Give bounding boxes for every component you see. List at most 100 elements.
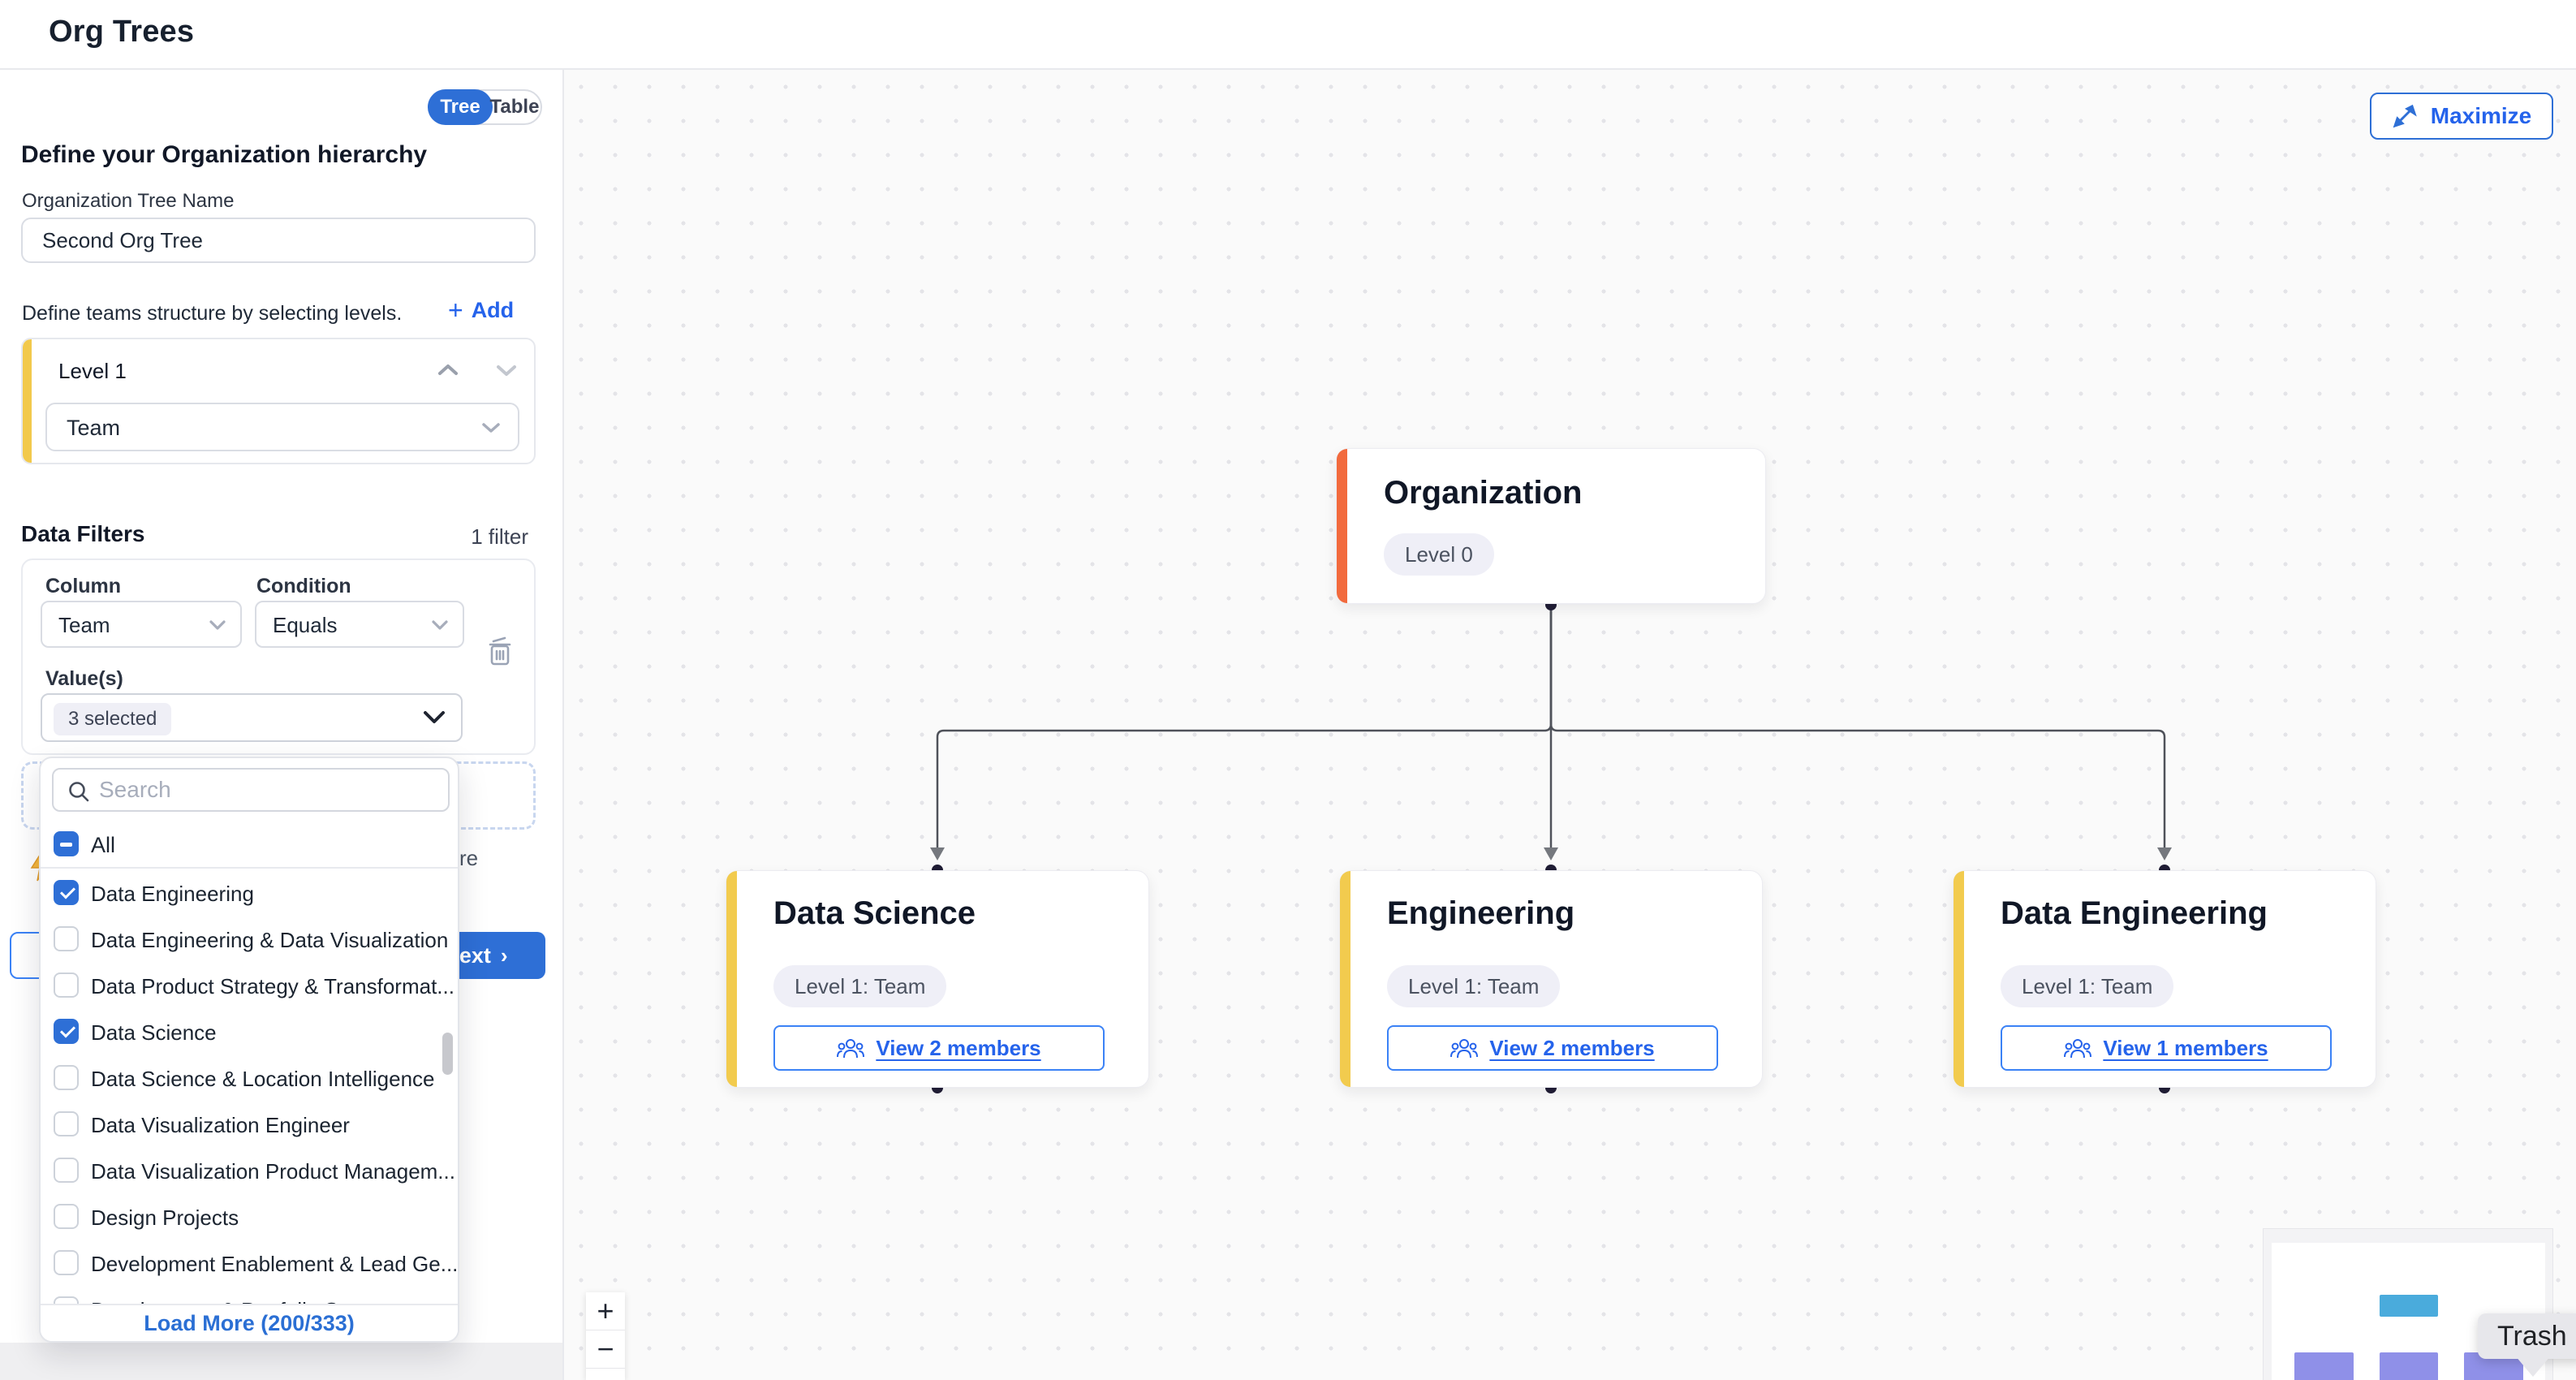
list-item[interactable]: Data Visualization Product Managem... bbox=[41, 1148, 458, 1194]
chevron-down-icon[interactable] bbox=[495, 362, 518, 378]
node-title: Organization bbox=[1384, 475, 1583, 511]
node-organization[interactable]: Organization Level 0 bbox=[1336, 448, 1766, 604]
node-data-engineering[interactable]: Data Engineering Level 1: Team View 1 me… bbox=[1953, 870, 2376, 1088]
list-item[interactable]: Data Product Strategy & Transformat... bbox=[41, 963, 458, 1009]
maximize-expand-icon bbox=[2393, 104, 2417, 128]
condition-select[interactable]: Equals bbox=[255, 601, 464, 648]
checkbox[interactable] bbox=[54, 926, 79, 951]
minimap-node-child bbox=[2380, 1352, 2438, 1380]
node-level-badge: Level 0 bbox=[1384, 533, 1494, 576]
node-title: Data Engineering bbox=[2001, 895, 2268, 931]
view-members-button[interactable]: View 1 members bbox=[2001, 1025, 2332, 1071]
app-header: Org Trees bbox=[0, 0, 2576, 70]
select-all-row[interactable]: All bbox=[41, 823, 458, 869]
chevron-down-icon bbox=[209, 620, 226, 630]
select-all-checkbox-indeterminate[interactable] bbox=[54, 831, 79, 856]
node-title: Data Science bbox=[773, 895, 976, 931]
page-title: Org Trees bbox=[49, 15, 195, 49]
node-accent-strip bbox=[1337, 449, 1347, 603]
checkbox[interactable] bbox=[54, 1065, 79, 1090]
chevron-up-icon[interactable] bbox=[437, 362, 459, 378]
level-type-value: Team bbox=[67, 416, 121, 440]
checkbox[interactable] bbox=[54, 972, 79, 998]
org-tree-canvas[interactable]: Maximize Organization Level 0 Data Scien… bbox=[564, 70, 2576, 1380]
people-group-icon bbox=[837, 1039, 865, 1059]
minimap-node-child bbox=[2294, 1352, 2354, 1380]
checkbox[interactable] bbox=[54, 1111, 79, 1136]
tree-name-input[interactable] bbox=[21, 218, 536, 263]
level-title: Level 1 bbox=[58, 359, 127, 383]
column-label: Column bbox=[45, 575, 122, 597]
view-members-button[interactable]: View 2 members bbox=[773, 1025, 1105, 1071]
minimap-viewport bbox=[2272, 1243, 2545, 1380]
list-item[interactable]: Development Enablement & Lead Ge... bbox=[41, 1240, 458, 1287]
checkbox[interactable] bbox=[54, 1158, 79, 1183]
zoom-in-button[interactable]: + bbox=[586, 1292, 625, 1330]
dropdown-search-box[interactable] bbox=[52, 768, 450, 812]
node-level-badge: Level 1: Team bbox=[2001, 965, 2174, 1007]
checkbox[interactable] bbox=[54, 1250, 79, 1275]
list-item[interactable]: Data Visualization Engineer bbox=[41, 1102, 458, 1148]
view-members-label: View 2 members bbox=[1489, 1035, 1655, 1060]
node-accent-strip bbox=[1340, 871, 1350, 1087]
dropdown-search-input[interactable] bbox=[99, 771, 440, 809]
list-item[interactable]: Data Engineering & Data Visualization bbox=[41, 916, 458, 963]
add-level-button[interactable]: + Add bbox=[448, 297, 514, 323]
chevron-down-icon bbox=[424, 711, 445, 723]
load-more-link[interactable]: Load More (200/333) bbox=[144, 1310, 355, 1335]
values-multiselect[interactable]: 3 selected bbox=[41, 693, 463, 742]
zoom-out-button[interactable]: − bbox=[586, 1330, 625, 1369]
levels-hint: Define teams structure by selecting leve… bbox=[22, 302, 403, 325]
list-item[interactable]: Data Engineering bbox=[41, 870, 458, 916]
node-data-science[interactable]: Data Science Level 1: Team View 2 member… bbox=[726, 870, 1149, 1088]
dropdown-options-list: Data Engineering Data Engineering & Data… bbox=[41, 870, 458, 1307]
checkbox[interactable] bbox=[54, 1204, 79, 1229]
node-accent-strip bbox=[1954, 871, 1964, 1087]
view-members-button[interactable]: View 2 members bbox=[1387, 1025, 1718, 1071]
node-engineering[interactable]: Engineering Level 1: Team View 2 members bbox=[1339, 870, 1763, 1088]
list-item[interactable]: Data Science bbox=[41, 1009, 458, 1055]
delete-filter-trash-icon[interactable] bbox=[485, 635, 515, 667]
maximize-button[interactable]: Maximize bbox=[2370, 93, 2553, 140]
toggle-tree-segment[interactable]: Tree bbox=[428, 89, 493, 125]
view-toggle[interactable]: Tree Table bbox=[428, 89, 542, 125]
plus-icon: + bbox=[448, 295, 463, 325]
node-level-badge: Level 1: Team bbox=[773, 965, 947, 1007]
checkbox-checked[interactable] bbox=[54, 1019, 79, 1044]
chevron-down-icon bbox=[432, 620, 448, 630]
chevron-right-icon: › bbox=[500, 942, 508, 968]
chevron-down-icon bbox=[482, 423, 500, 433]
add-level-label: Add bbox=[471, 297, 515, 322]
level-card: Level 1 Team bbox=[21, 338, 536, 464]
select-all-label: All bbox=[91, 833, 116, 857]
node-accent-strip bbox=[726, 871, 737, 1087]
search-icon bbox=[69, 782, 89, 802]
list-item[interactable]: Design Projects bbox=[41, 1194, 458, 1240]
fit-view-button-partial[interactable] bbox=[586, 1369, 625, 1380]
trash-tooltip: Trash bbox=[2478, 1313, 2576, 1359]
dropdown-scrollbar-thumb[interactable] bbox=[442, 1033, 453, 1075]
level-accent-strip bbox=[23, 339, 32, 463]
values-label: Value(s) bbox=[45, 667, 123, 690]
condition-label: Condition bbox=[256, 575, 351, 597]
list-item[interactable]: Data Science & Location Intelligence bbox=[41, 1055, 458, 1102]
trash-tooltip-tail bbox=[2515, 1356, 2551, 1377]
dropdown-footer: Load More (200/333) bbox=[41, 1304, 458, 1341]
minimap-node-organization bbox=[2380, 1295, 2438, 1317]
checkbox-checked[interactable] bbox=[54, 880, 79, 905]
level-type-select[interactable]: Team bbox=[45, 403, 519, 451]
sidebar-panel: Tree Table Define your Organization hier… bbox=[0, 70, 564, 1380]
filter-card: Column Condition Team Equals Value(s) 3 … bbox=[21, 558, 536, 755]
toggle-table-segment[interactable]: Table bbox=[489, 96, 540, 118]
people-group-icon bbox=[1450, 1039, 1479, 1059]
data-filters-heading: Data Filters bbox=[21, 521, 145, 546]
filter-count-badge: 1 filter bbox=[471, 524, 528, 549]
column-select[interactable]: Team bbox=[41, 601, 242, 648]
selected-count-chip: 3 selected bbox=[54, 703, 172, 735]
view-members-label: View 1 members bbox=[2103, 1035, 2268, 1060]
sidebar-heading: Define your Organization hierarchy bbox=[21, 141, 428, 168]
maximize-label: Maximize bbox=[2430, 103, 2532, 128]
tree-edges bbox=[930, 599, 2172, 1093]
node-level-badge: Level 1: Team bbox=[1387, 965, 1561, 1007]
